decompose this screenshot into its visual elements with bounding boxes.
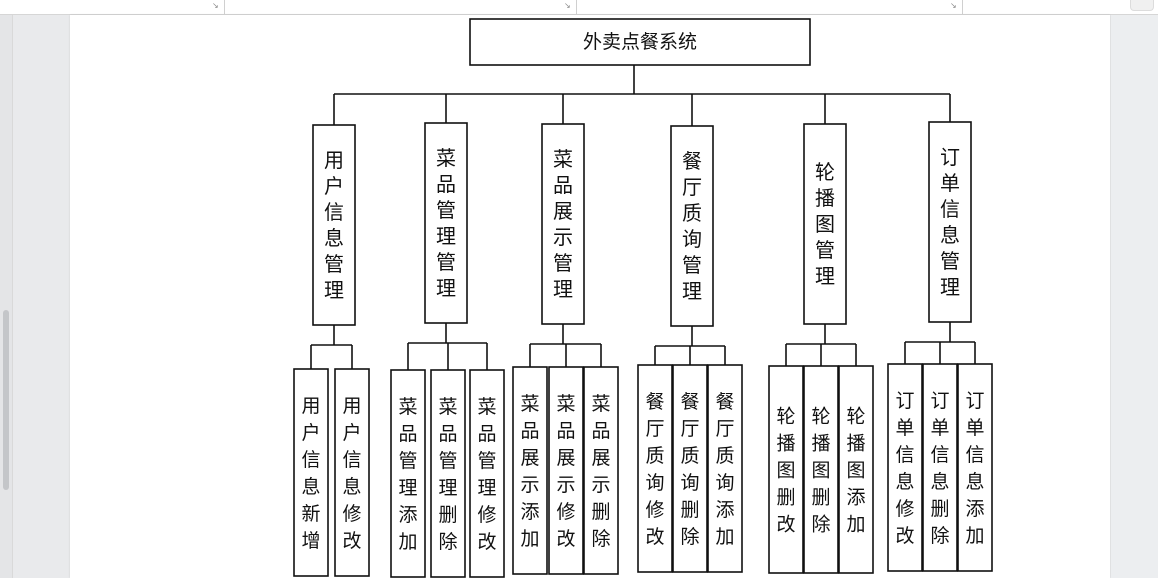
sub-node-label: 用户信息新增 [301, 395, 320, 552]
sub-node-label: 菜品管理修改 [477, 396, 496, 553]
node-box [548, 366, 584, 575]
sub-node: 餐厅质询删除 [672, 364, 708, 573]
sub-node-label: 订单信息修改 [895, 390, 914, 547]
module-node: 餐厅质询管理 [670, 125, 714, 327]
sub-node-label: 订单信息添加 [965, 390, 984, 547]
module-node: 菜品管理管理 [424, 122, 468, 324]
sub-node: 用户信息修改 [334, 368, 370, 577]
node-box [293, 368, 329, 577]
ruler-segment [576, 0, 963, 14]
node-box [312, 124, 356, 326]
sub-node-label: 餐厅质询添加 [715, 391, 734, 548]
expand-arrow-icon[interactable]: ↘ [564, 1, 571, 10]
node-box [637, 364, 673, 573]
sub-node: 餐厅质询添加 [707, 364, 743, 573]
node-box [707, 364, 743, 573]
sub-node: 餐厅质询修改 [637, 364, 673, 573]
connector-lines [310, 65, 976, 370]
sub-node-label: 菜品管理添加 [398, 396, 417, 553]
sub-node-label: 轮播图删改 [776, 406, 795, 536]
sub-node-label: 菜品展示添加 [520, 393, 539, 550]
module-node: 轮播图管理 [803, 123, 847, 325]
module-node-label: 菜品管理管理 [436, 146, 456, 300]
sub-node: 菜品展示删除 [583, 366, 619, 575]
module-node-label: 菜品展示管理 [553, 147, 573, 301]
sub-node: 订单信息修改 [887, 363, 923, 572]
sub-node: 轮播图删改 [768, 365, 804, 574]
sub-node-label: 轮播图删除 [811, 406, 830, 536]
node-box [670, 125, 714, 327]
expand-arrow-icon[interactable]: ↘ [950, 1, 957, 10]
node-box [541, 123, 585, 325]
root-node-label: 外卖点餐系统 [583, 31, 697, 53]
node-box [672, 364, 708, 573]
sub-node: 菜品管理修改 [469, 369, 505, 578]
node-box [803, 123, 847, 325]
node-box [469, 369, 505, 578]
sub-node: 菜品管理添加 [390, 369, 426, 578]
sub-node: 订单信息删除 [922, 363, 958, 572]
node-box [469, 18, 811, 66]
sub-node-label: 订单信息删除 [930, 390, 949, 547]
ruler-toggle-button[interactable] [1130, 0, 1154, 11]
module-node-label: 轮播图管理 [815, 160, 835, 288]
sub-node-label: 餐厅质询删除 [680, 391, 699, 548]
ruler-segment [0, 0, 225, 14]
module-node-label: 餐厅质询管理 [682, 149, 702, 303]
sub-node: 菜品展示修改 [548, 366, 584, 575]
node-box [583, 366, 619, 575]
ruler-bar: ↘ ↘ ↘ [0, 0, 1158, 15]
sub-node: 轮播图添加 [838, 365, 874, 574]
sub-node: 菜品展示添加 [512, 366, 548, 575]
scrollbar-thumb[interactable] [3, 310, 9, 490]
node-box [424, 122, 468, 324]
module-node: 菜品展示管理 [541, 123, 585, 325]
node-box [390, 369, 426, 578]
node-box [887, 363, 923, 572]
vertical-scrollbar[interactable] [0, 15, 13, 578]
sub-node: 用户信息新增 [293, 368, 329, 577]
sub-node-label: 轮播图添加 [846, 406, 865, 536]
node-box [430, 369, 466, 578]
module-node-label: 订单信息管理 [940, 145, 960, 299]
node-box [768, 365, 804, 574]
node-box [512, 366, 548, 575]
node-box [957, 363, 993, 572]
sub-node-label: 菜品展示删除 [591, 393, 610, 550]
sub-node: 菜品管理删除 [430, 369, 466, 578]
sub-node-label: 菜品管理删除 [438, 396, 457, 553]
node-box [928, 121, 972, 323]
sub-node-label: 菜品展示修改 [556, 393, 575, 550]
module-node: 用户信息管理 [312, 124, 356, 326]
sub-node-label: 用户信息修改 [342, 395, 361, 552]
node-box [334, 368, 370, 577]
module-node-label: 用户信息管理 [324, 148, 344, 302]
node-box [922, 363, 958, 572]
node-box [838, 365, 874, 574]
root-node: 外卖点餐系统 [469, 18, 811, 66]
ruler-segment [224, 0, 577, 14]
module-node: 订单信息管理 [928, 121, 972, 323]
expand-arrow-icon[interactable]: ↘ [212, 1, 219, 10]
sub-node: 轮播图删除 [803, 365, 839, 574]
node-box [803, 365, 839, 574]
sub-node-label: 餐厅质询修改 [645, 391, 664, 548]
right-workspace [1111, 15, 1158, 578]
sub-node: 订单信息添加 [957, 363, 993, 572]
